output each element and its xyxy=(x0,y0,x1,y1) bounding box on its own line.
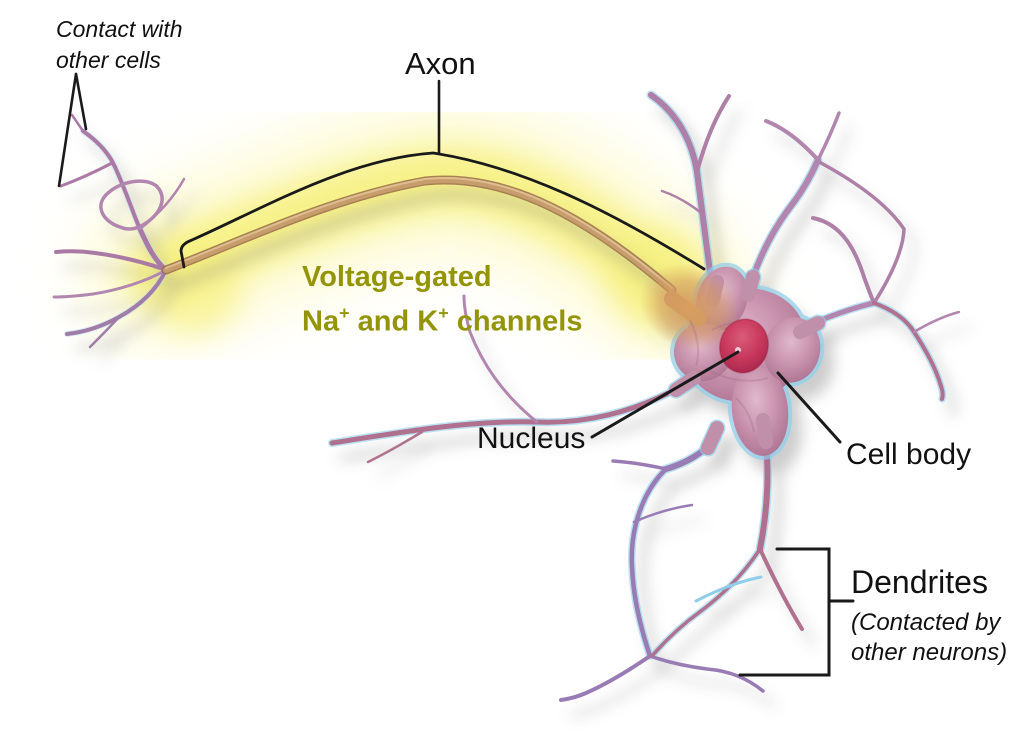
channels-na: Na xyxy=(302,305,340,338)
cell-body-label: Cell body xyxy=(846,438,972,471)
axon-bracket xyxy=(179,151,706,271)
nucleus-leader-line xyxy=(590,350,740,439)
dendrites-label-subtitle: (Contacted by other neurons) xyxy=(851,608,1007,668)
annotation-lines xyxy=(57,72,855,677)
channels-k-plus: + xyxy=(438,303,449,324)
channels-label-line2: Na+ and K+ channels xyxy=(302,296,582,341)
axon-label: Axon xyxy=(405,46,476,81)
channels-label: Voltage-gated Na+ and K+ channels xyxy=(302,259,582,341)
contact-leader-line-1 xyxy=(57,72,78,188)
contact-label-line2: other cells xyxy=(56,47,161,73)
dendrites-subtitle-line2: other neurons) xyxy=(851,639,1008,666)
axon-fiber xyxy=(161,175,677,295)
contact-leader-line-2 xyxy=(74,72,88,131)
dendrites-label-title: Dendrites xyxy=(851,564,988,600)
cell-body-leader-line xyxy=(776,371,842,444)
channels-label-line1: Voltage-gated xyxy=(302,261,492,293)
cell-body-soma xyxy=(639,262,827,460)
dendrites-subtitle-line1: (Contacted by xyxy=(851,609,1001,636)
dendrites-bracket xyxy=(738,547,855,677)
nucleus-shape xyxy=(719,318,769,374)
nucleus-label: Nucleus xyxy=(477,422,586,455)
contact-label: Contact with other cells xyxy=(56,14,183,76)
dendrites-label: Dendrites (Contacted by other neurons) xyxy=(851,564,1007,668)
channels-na-plus: + xyxy=(339,303,350,324)
neuron-cell xyxy=(52,90,961,702)
contact-label-line1: Contact with xyxy=(56,16,183,42)
channels-and-k: and K xyxy=(349,305,439,338)
channels-tail: channels xyxy=(448,305,583,338)
